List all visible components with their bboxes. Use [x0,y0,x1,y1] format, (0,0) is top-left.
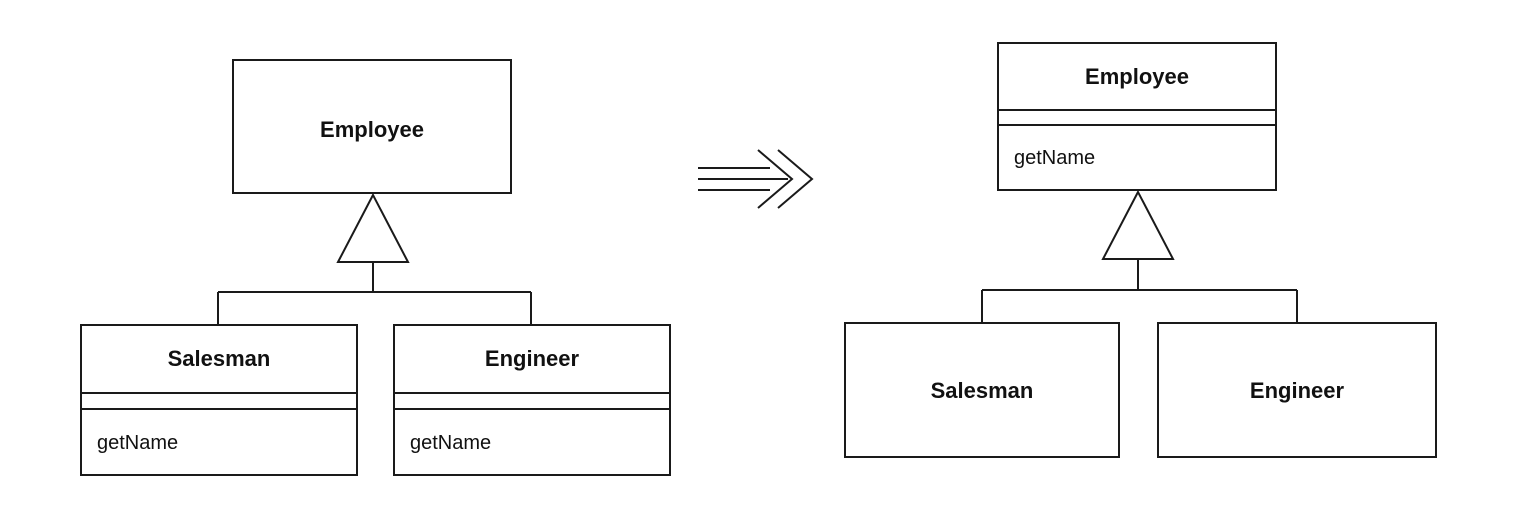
after-employee-name: Employee [1085,64,1189,89]
before-employee-name: Employee [320,117,424,142]
after-employee-method: getName [1014,147,1095,169]
refactor-arrow-icon [698,149,814,209]
before-engineer-name: Engineer [485,346,580,371]
before-diagram: Employee Salesman getName Engineer getNa… [80,59,671,476]
before-generalization [217,192,532,325]
after-inheritance-triangle [1101,189,1175,260]
after-generalization [981,189,1298,323]
after-diagram: Employee getName Salesman Engineer [844,42,1437,458]
after-employee-box [997,42,1277,191]
after-engineer-class: Engineer [1157,322,1437,458]
after-salesman-class: Salesman [844,322,1120,458]
before-employee-box [232,59,512,194]
before-salesman-box [80,324,358,476]
after-employee-class: Employee getName [997,42,1277,191]
after-engineer-name: Engineer [1250,378,1345,403]
before-salesman-name: Salesman [168,346,271,371]
after-engineer-box [1157,322,1437,458]
before-engineer-method: getName [410,432,491,454]
before-inheritance-triangle [336,192,410,263]
before-engineer-box [393,324,671,476]
after-salesman-box [844,322,1120,458]
before-salesman-class: Salesman getName [80,324,358,476]
before-salesman-method: getName [97,432,178,454]
after-salesman-name: Salesman [931,378,1034,403]
before-employee-class: Employee [232,59,512,194]
before-engineer-class: Engineer getName [393,324,671,476]
